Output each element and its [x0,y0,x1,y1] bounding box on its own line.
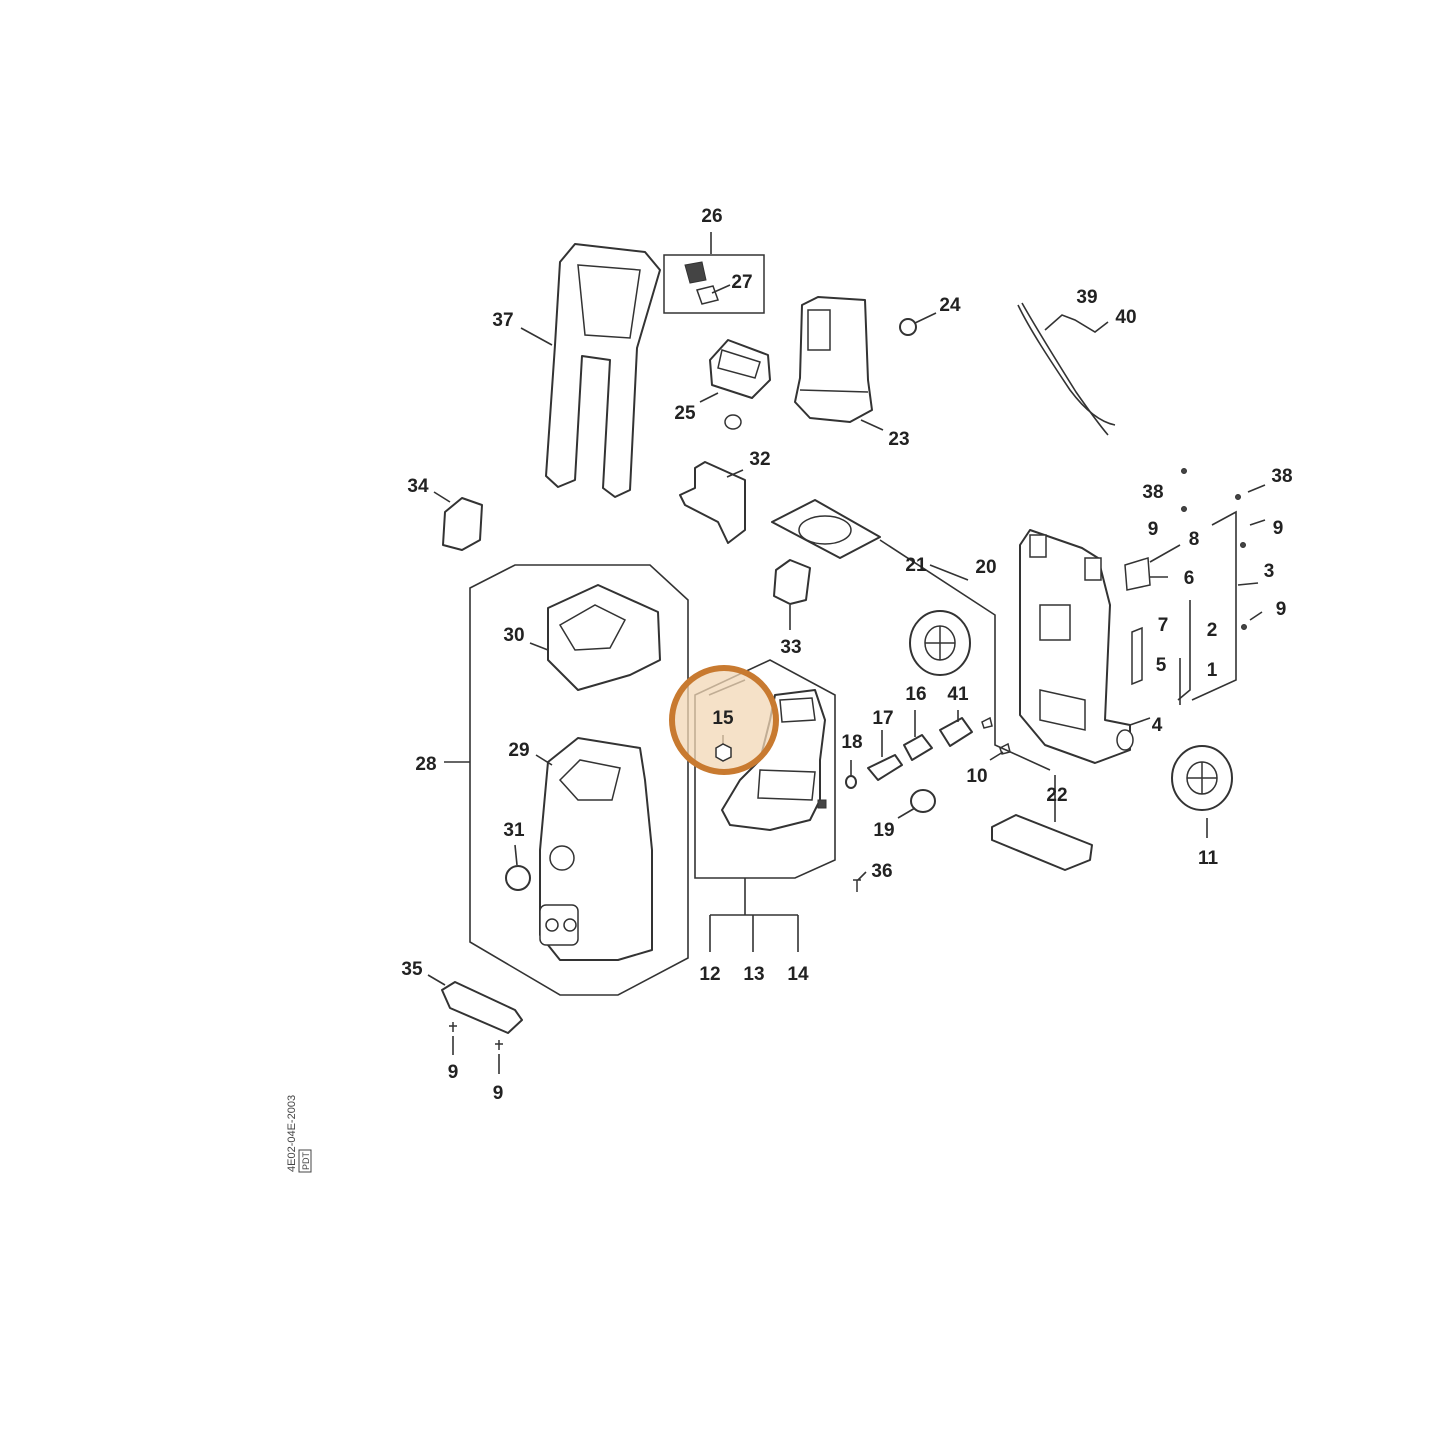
callout-9-c: 9 [1276,599,1287,620]
drawing-code: 4E02-04E-2003 PDT [286,1095,312,1173]
callout-41: 41 [947,684,969,705]
callout-34: 34 [407,476,429,497]
callout-18: 18 [841,732,862,753]
group-outline-12-13-14 [694,659,836,879]
callout-7: 7 [1158,615,1169,636]
part-top-cover-30[interactable] [547,584,661,691]
callout-4: 4 [1152,715,1163,736]
callout-17: 17 [872,708,893,729]
callout-37: 37 [492,310,513,331]
callout-6: 6 [1184,568,1195,589]
callout-labels: 1 2 3 4 5 6 7 8 9 9 9 9 9 10 11 12 13 14… [401,206,1292,1104]
callout-9-b: 9 [1273,518,1284,539]
callout-38-b: 38 [1271,466,1292,487]
part-clip-34[interactable] [442,497,483,551]
part-foot-35[interactable] [441,981,523,1034]
part-handle-37[interactable] [545,243,661,498]
callout-24: 24 [939,295,961,316]
part-wheel-11[interactable] [1171,745,1233,811]
callout-20: 20 [975,557,996,578]
callout-8: 8 [1189,529,1200,550]
part-cable-39[interactable] [1017,302,1116,436]
callout-16: 16 [905,684,926,705]
part-screws-9-bottom[interactable] [449,1022,503,1050]
callout-33: 33 [780,637,801,658]
drawing-code-text: 4E02-04E-2003 [286,1095,298,1172]
part-box-25[interactable] [709,339,771,430]
callout-21: 21 [905,555,927,576]
callout-11: 11 [1198,848,1219,869]
callout-10: 10 [966,766,987,787]
callout-9-d: 9 [448,1062,459,1083]
highlight-circle-15[interactable] [669,665,779,775]
part-knob-31[interactable] [505,865,531,891]
callout-19: 19 [873,820,894,841]
part-bracket-32[interactable] [679,461,746,544]
callout-9-e: 9 [493,1083,504,1104]
callout-26: 26 [701,206,722,227]
group-outline-28 [469,564,689,996]
part-screw-10[interactable] [981,716,1011,755]
part-pad-22[interactable] [991,814,1093,871]
part-label-6[interactable] [1124,557,1151,591]
callout-27: 27 [731,272,752,293]
callout-25: 25 [674,403,696,424]
part-cap-24[interactable] [899,318,917,336]
callout-31: 31 [503,820,525,841]
drawing-code-suffix: PDT [301,1151,311,1170]
part-screw-36[interactable] [853,879,861,892]
callout-36: 36 [871,861,892,882]
part-motor-pump[interactable] [721,689,827,831]
callout-23: 23 [888,429,909,450]
callout-22: 22 [1046,785,1067,806]
callout-38-a: 38 [1142,482,1163,503]
callout-28: 28 [415,754,436,775]
callout-29: 29 [508,740,529,761]
callout-39: 39 [1076,287,1097,308]
leader-lines [427,232,1266,1074]
callout-3: 3 [1264,561,1275,582]
callout-30: 30 [503,625,524,646]
callout-1: 1 [1207,660,1218,681]
callout-5: 5 [1156,655,1167,676]
callout-13: 13 [743,964,764,985]
part-fitting-17[interactable] [867,754,903,781]
part-item-15[interactable] [715,743,732,762]
part-fitting-41[interactable] [939,717,973,747]
part-seal-21[interactable] [771,499,881,559]
part-frame[interactable] [1019,529,1134,764]
part-cover-33[interactable] [773,559,811,605]
callout-9-a: 9 [1148,519,1159,540]
part-sticker-7[interactable] [1131,626,1143,686]
part-switch-26[interactable] [663,254,765,314]
callout-32: 32 [749,449,770,470]
part-nut-18[interactable] [845,775,857,789]
callout-15: 15 [712,708,734,729]
part-fitting-19[interactable] [910,789,936,813]
part-housing-29[interactable] [539,737,653,961]
callout-12: 12 [699,964,720,985]
part-wheel-20[interactable] [909,610,971,676]
callout-2: 2 [1207,620,1218,641]
part-screws-38-9[interactable] [1181,468,1247,630]
callout-40: 40 [1115,307,1136,328]
callout-14: 14 [787,964,809,985]
callout-35: 35 [401,959,423,980]
group-outline-frame [879,539,1051,771]
part-fitting-16[interactable] [903,734,933,761]
part-tank-23[interactable] [794,296,873,423]
